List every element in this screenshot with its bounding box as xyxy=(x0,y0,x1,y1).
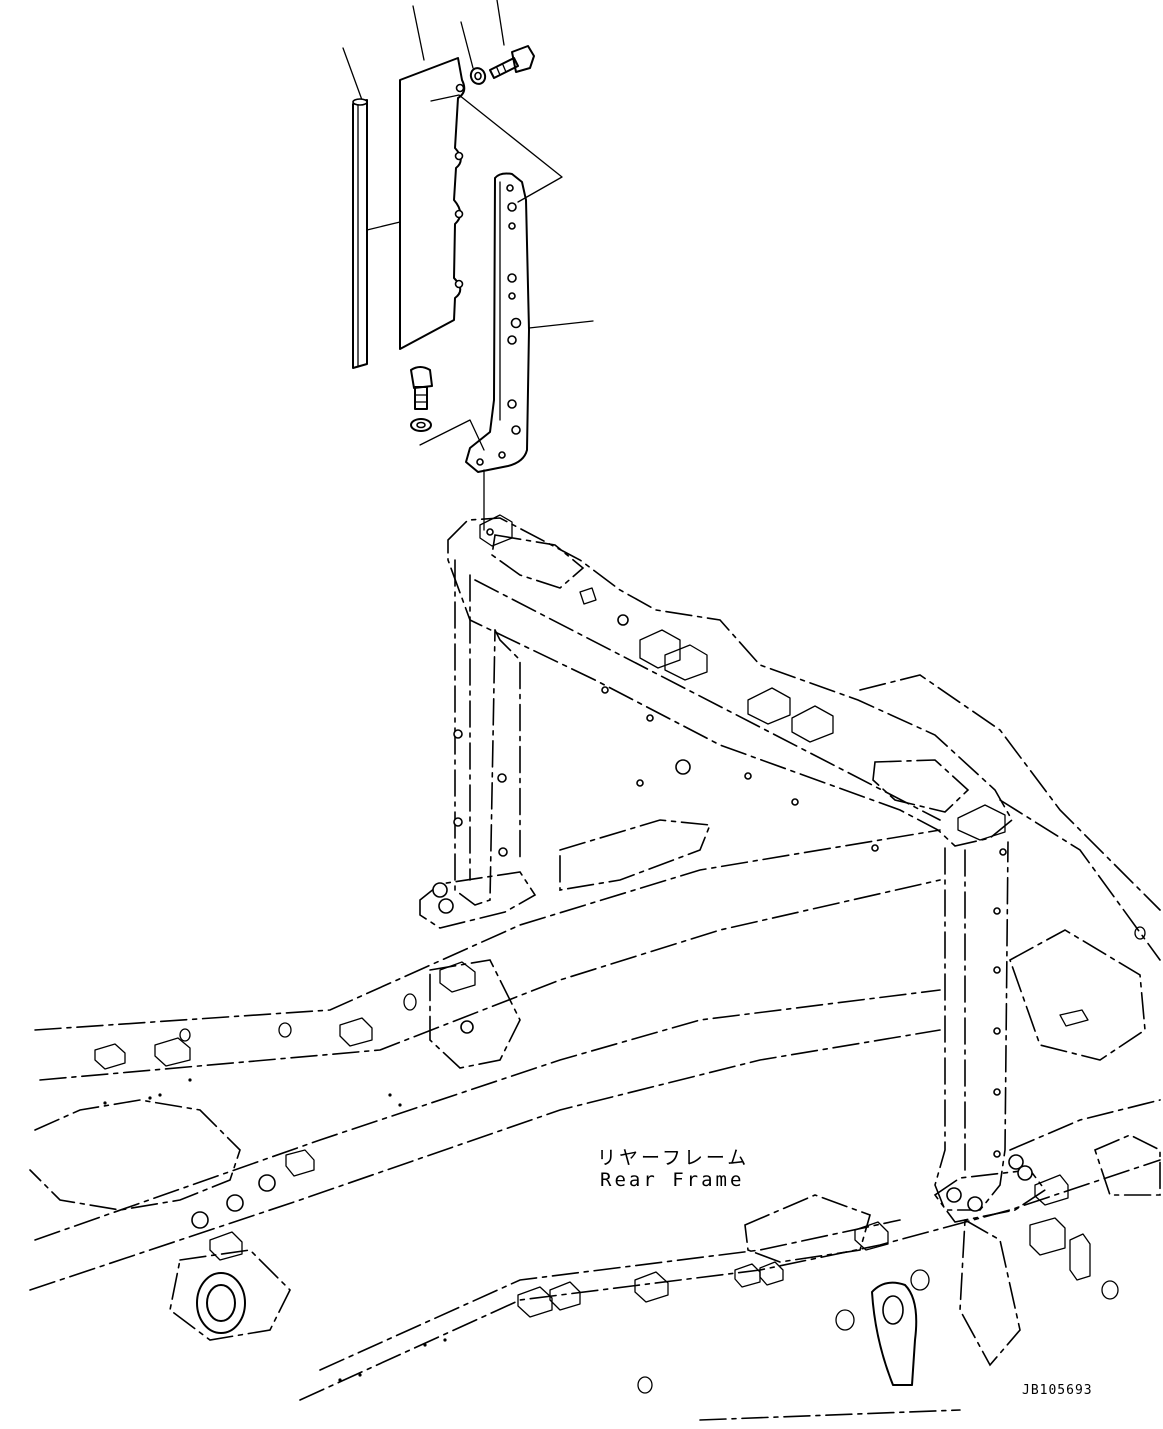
rear-frame-label-japanese: リヤーフレーム xyxy=(597,1147,750,1169)
bolt-top xyxy=(489,45,535,79)
washer-lower xyxy=(410,418,432,432)
rear-frame xyxy=(29,517,1161,1421)
bolt-lower xyxy=(410,366,433,410)
cover-plate xyxy=(399,57,466,350)
washer-top xyxy=(469,67,487,85)
leader-lines xyxy=(342,0,594,531)
drawing-id: JB105693 xyxy=(1022,1383,1093,1398)
vertical-bracket xyxy=(465,172,530,473)
seal-strip xyxy=(352,98,368,369)
frame-details xyxy=(94,514,1146,1394)
rear-frame-label-english: Rear Frame xyxy=(600,1169,745,1191)
